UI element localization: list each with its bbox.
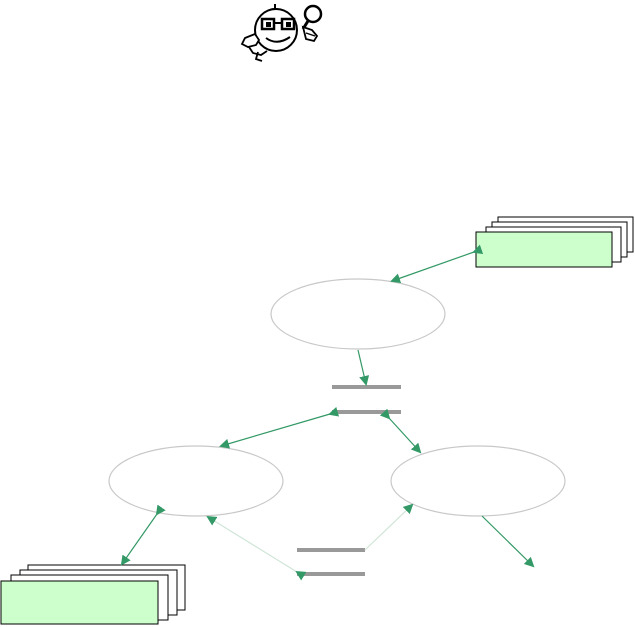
flow-process-right-outgoing xyxy=(481,515,535,568)
external-entity-top-right-front xyxy=(475,231,613,268)
flow-external-top-right-to-process-top xyxy=(390,244,484,284)
datastore-center xyxy=(332,385,401,414)
inspector-mascot-icon xyxy=(240,4,323,62)
flow-datastore-center-to-process-left xyxy=(219,406,340,449)
flow-process-top-to-datastore-center xyxy=(357,349,370,386)
flow-datastore-bottom-to-process-left xyxy=(206,515,307,581)
external-entity-bottom-left-front xyxy=(0,580,159,625)
flow-datastore-center-to-process-right xyxy=(379,408,422,454)
process-right xyxy=(390,445,566,517)
external-entity-bottom-left xyxy=(0,564,186,625)
process-left xyxy=(108,445,284,517)
flow-datastore-bottom-to-process-right xyxy=(364,503,414,551)
flow-process-left-to-external-bottom-left xyxy=(120,504,166,566)
process-top xyxy=(270,278,446,350)
external-entity-top-right xyxy=(475,216,634,268)
datastore-bottom xyxy=(297,548,365,576)
